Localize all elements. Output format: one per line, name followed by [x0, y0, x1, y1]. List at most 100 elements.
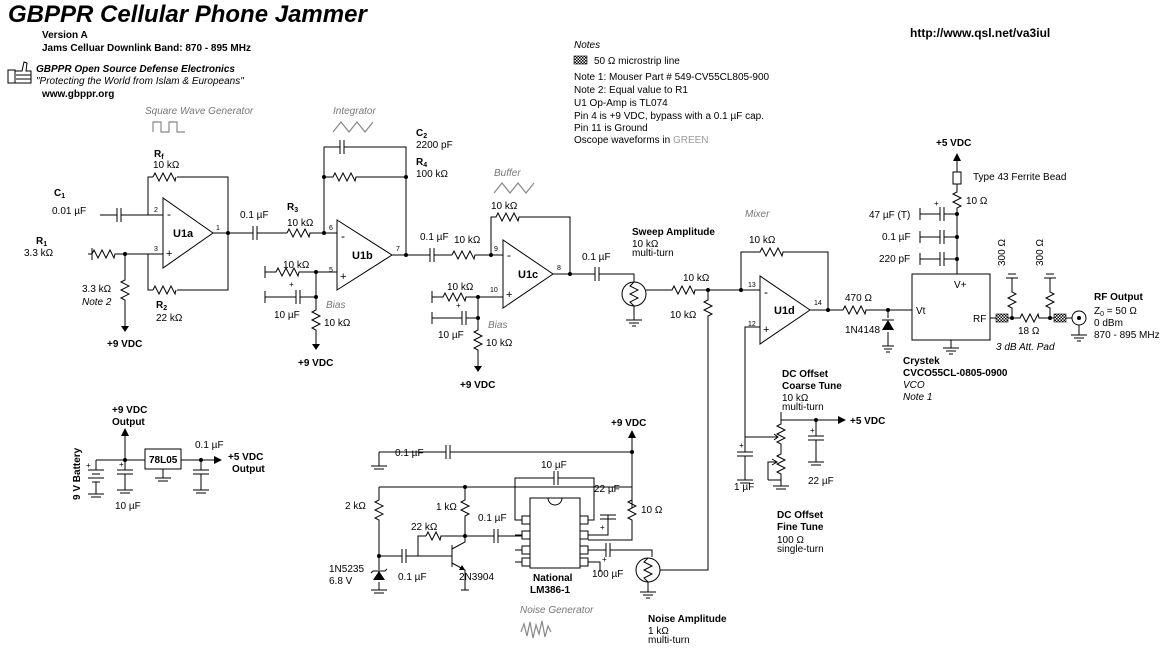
site-label: www.gbppr.org — [41, 89, 114, 100]
svg-text:-: - — [507, 248, 511, 262]
capacitor-noise-01u-b — [465, 529, 522, 543]
noise-cap-22u-value: 22 µF — [594, 484, 620, 495]
capacitor-noise-top — [379, 445, 632, 459]
resistor-noise-10 — [588, 487, 638, 541]
mixer-resistor1-value: 10 kΩ — [683, 273, 710, 284]
noise-amplitude-pot[interactable] — [635, 557, 661, 583]
att-resistor3-value: 18 Ω — [1018, 326, 1040, 337]
noise-resistor-2k-value: 2 kΩ — [345, 501, 366, 512]
diode-label: 1N4148 — [845, 325, 880, 336]
coupling-cap-3-value: 0.1 µF — [582, 252, 611, 263]
bias-c-label: Bias — [488, 320, 507, 331]
rf-impedance: Z0 = 50 Ω — [1094, 306, 1137, 318]
r4-value: 100 kΩ — [416, 169, 448, 180]
resistor-r2 — [152, 284, 177, 296]
input-c-resistor-value: 10 kΩ — [454, 235, 481, 246]
opamp-u1a-label: U1a — [173, 228, 194, 240]
svg-text:+: + — [934, 199, 939, 208]
svg-text:+: + — [456, 301, 461, 310]
regulator-cap-value: 0.1 µF — [195, 440, 224, 451]
capacitor-1u — [737, 437, 753, 484]
fine-tune-pot[interactable] — [767, 448, 787, 482]
cap-01u-vco-value: 0.1 µF — [882, 232, 911, 243]
capacitor-noise-100u — [588, 543, 653, 557]
vco-label: VCO — [903, 380, 925, 391]
resistor-noise-2k — [373, 487, 385, 556]
pin-number: 3 — [154, 246, 158, 253]
resistor-bias-b2 — [310, 272, 322, 348]
capacitor-22u-right — [808, 420, 824, 466]
noise-resistor-10-value: 10 Ω — [641, 505, 663, 516]
opamp-u1d-label: U1d — [774, 305, 795, 317]
thumbs-up-icon — [7, 61, 32, 84]
bias-b-resistor1-value: 10 kΩ — [283, 260, 310, 271]
opamp-u1b: - + U1b 6 5 7 — [329, 219, 400, 291]
ps-output-label2: Output — [232, 464, 265, 475]
buffer-section-label: Buffer — [494, 168, 521, 179]
ic-part-number: LM386-1 — [530, 585, 570, 596]
resistor-mixer-2 — [660, 290, 714, 571]
ps-output-label: +5 VDC — [228, 452, 263, 463]
svg-text:+: + — [600, 523, 605, 532]
vco-part-number: CVCO55CL-0805-0900 — [903, 368, 1008, 379]
mixer-resistor2-value: 10 kΩ — [670, 310, 697, 321]
resistor-note2 — [119, 254, 131, 330]
coarse-tune-type: multi-turn — [782, 402, 824, 413]
c1-label: C1 — [54, 188, 65, 200]
transistor-2n3904 — [418, 536, 469, 591]
resistor-bias-c2 — [472, 297, 484, 370]
noise-amplitude-type: multi-turn — [648, 635, 690, 646]
bias-b-label: Bias — [326, 300, 345, 311]
sweep-amplitude-value: 10 kΩ — [632, 239, 659, 250]
bias-c-resistor2-value: 10 kΩ — [486, 338, 513, 349]
zener-1n5235 — [370, 556, 388, 594]
r1-label: R1 — [36, 236, 47, 248]
pin-number: 6 — [329, 225, 333, 232]
capacitor-220p — [920, 252, 957, 266]
svg-text:+: + — [739, 441, 744, 450]
pin-number: 9 — [494, 246, 498, 253]
svg-text:+: + — [506, 289, 512, 301]
cap-47u-value: 47 µF (T) — [869, 210, 910, 221]
vco-rf-pin: RF — [973, 314, 986, 325]
noise-cap-01u-b-value: 0.1 µF — [478, 513, 507, 524]
mixer-section-label: Mixer — [745, 209, 770, 220]
triangle-wave-icon — [493, 182, 535, 194]
resistor-mixer-feedback — [740, 246, 829, 310]
diode-1n4148 — [882, 310, 894, 353]
resistor-noise-22k — [425, 530, 465, 542]
svg-text:+: + — [602, 555, 607, 564]
capacitor-47u — [920, 207, 957, 221]
battery-9v: + — [86, 460, 104, 498]
vdc-a-label: +9 VDC — [107, 339, 142, 350]
vco-vplus-pin: V+ — [954, 280, 967, 291]
coarse-tune-label2: Coarse Tune — [782, 381, 842, 392]
ps-cap-value: 10 µF — [115, 501, 141, 512]
rf-output-connector[interactable] — [1071, 310, 1087, 326]
square-wave-section-label: Square Wave Generator — [145, 106, 254, 117]
opamp-u1a: - + U1a 2 3 1 — [154, 197, 220, 269]
sweep-amplitude-pot[interactable] — [621, 281, 655, 307]
version-label: Version A — [42, 30, 88, 41]
pin-number: 14 — [814, 300, 822, 307]
resistor-noise-1k — [459, 487, 471, 536]
r2-label: R2 — [156, 300, 167, 312]
capacitor-bias-b — [265, 290, 316, 304]
vdc-b-label: +9 VDC — [298, 358, 333, 369]
coarse-tune-value: 10 kΩ — [782, 393, 809, 404]
noise-amplitude-value: 1 kΩ — [648, 626, 669, 637]
capacitor-c1 — [100, 208, 148, 222]
pin-number: 12 — [748, 321, 756, 328]
fine-tune-label2: Fine Tune — [777, 522, 824, 533]
coarse-tune-pot[interactable] — [773, 412, 787, 448]
ps-input-label: +9 VDC — [112, 405, 147, 416]
capacitor-noise-10u — [514, 471, 595, 521]
slogan-label: "Protecting the World from Islam & Europ… — [36, 76, 244, 87]
scope-word: GREEN — [673, 135, 709, 146]
note-line: Note 1: Mouser Part # 549-CV55CL805-900 — [574, 72, 770, 83]
mixer-feedback-value: 10 kΩ — [749, 235, 776, 246]
note-line: Pin 11 is Ground — [574, 123, 648, 134]
svg-text:+: + — [166, 248, 172, 260]
resistor-att-300-1 — [1006, 273, 1018, 318]
svg-text:+: + — [763, 324, 769, 336]
